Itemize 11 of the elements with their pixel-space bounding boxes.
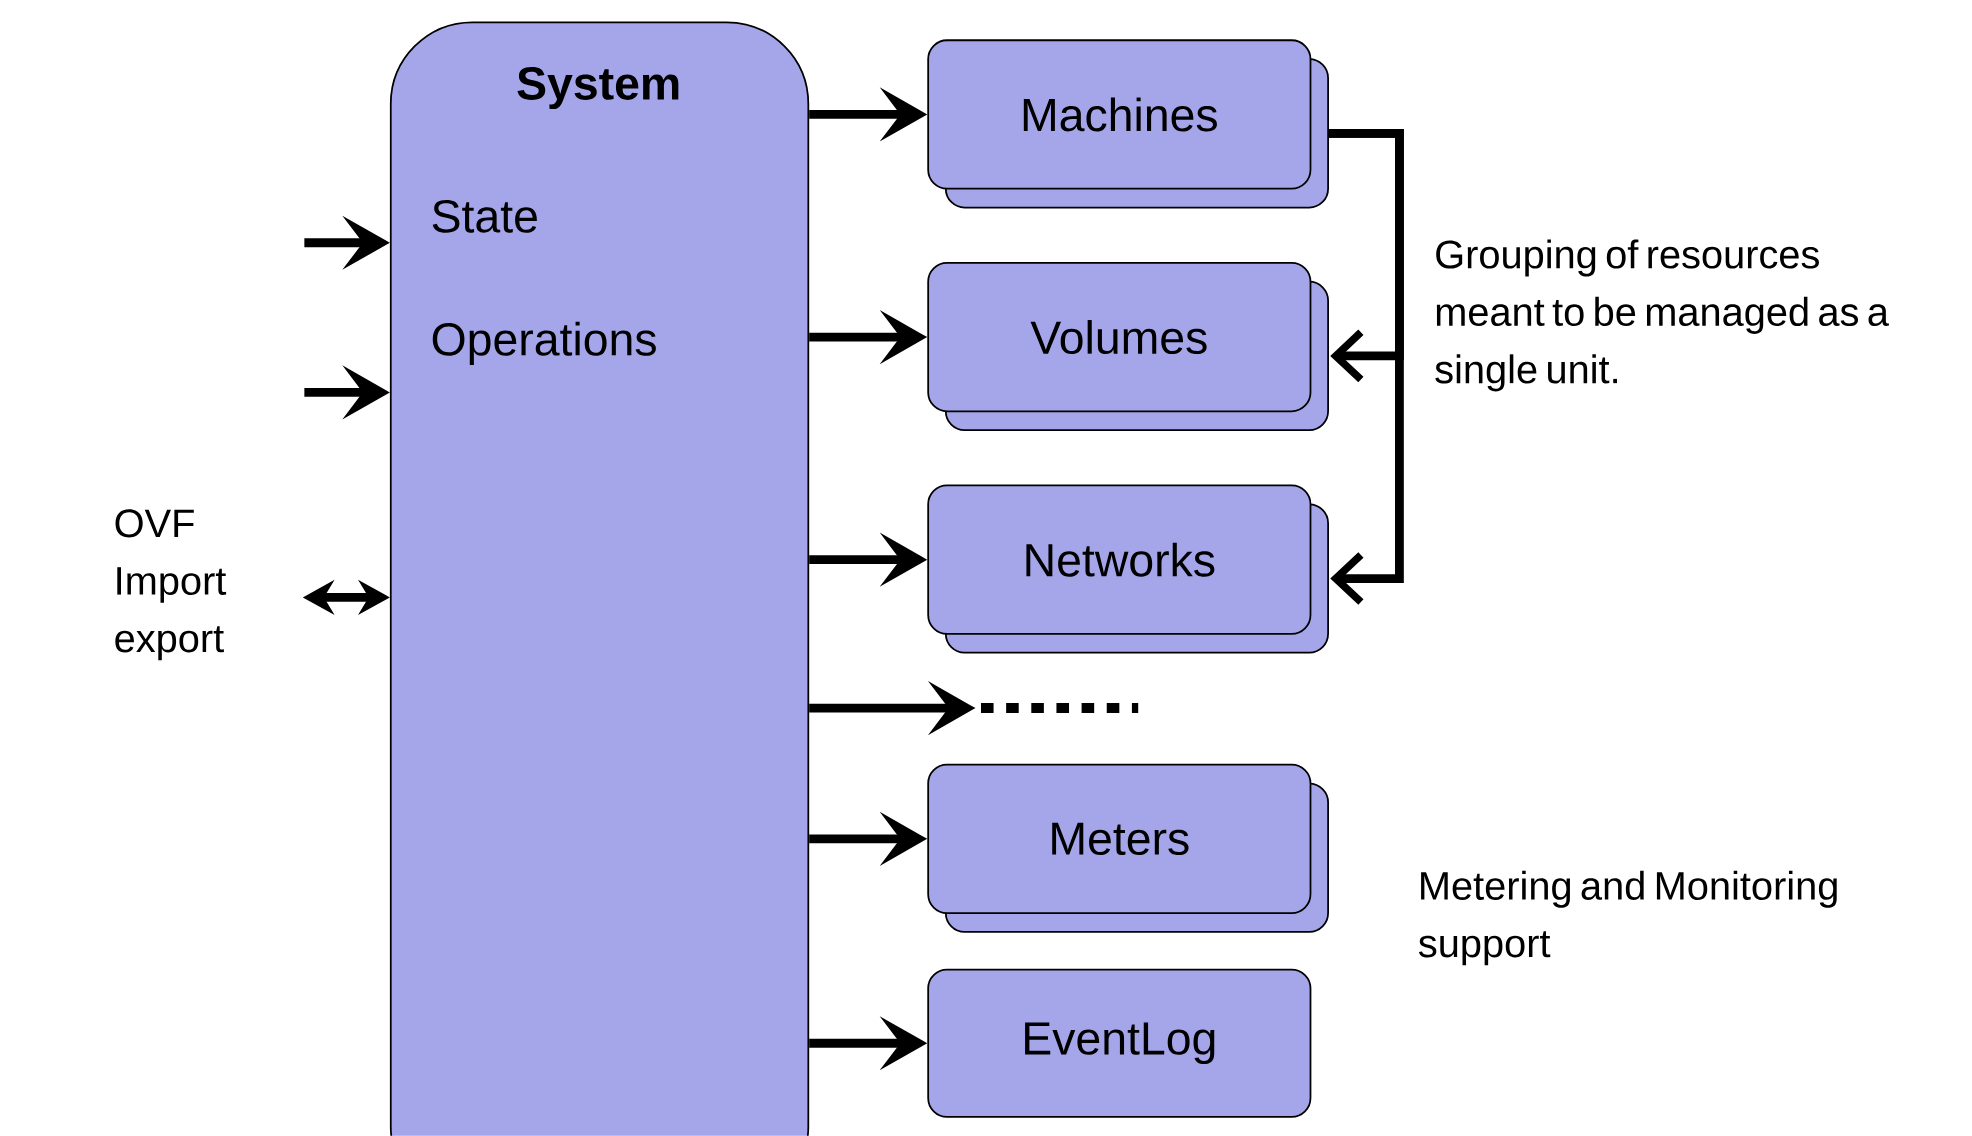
stacked-box: Machines [927,39,1329,209]
stacked-box: Volumes [927,262,1329,432]
note-text: Metering and Monitoring support [1418,870,1837,966]
note-text: Grouping of resources meant to be managed as a single unit. [1435,239,1889,392]
arrow [1329,129,1404,606]
stacked-box: Meters [927,763,1329,933]
process-box: EventLog [927,968,1312,1118]
dotted-line [981,703,1139,714]
side-label: OVF Import export [115,509,227,661]
stacked-box: Networks [927,484,1329,654]
system-box: System State Operations [389,21,810,1136]
